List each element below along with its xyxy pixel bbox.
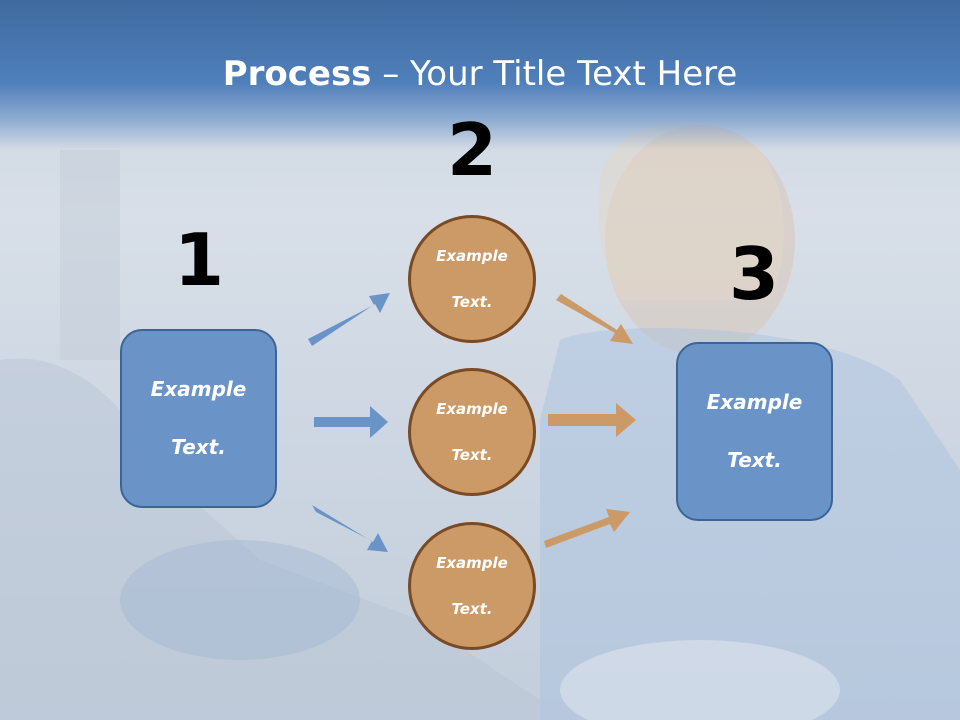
arrow-left-to-top bbox=[308, 293, 390, 346]
box-right-line2: Text. bbox=[727, 448, 782, 472]
circle-mid-line1: Example bbox=[436, 399, 508, 418]
slide-title: Process – Your Title Text Here bbox=[0, 52, 960, 96]
arrow-top-to-right bbox=[556, 294, 633, 344]
circle-top-line2: Text. bbox=[451, 292, 493, 311]
arrow-left-to-bot bbox=[312, 505, 388, 552]
title-bold: Process bbox=[222, 54, 372, 94]
step-number-3: 3 bbox=[728, 232, 780, 316]
step-number-2: 2 bbox=[446, 108, 498, 192]
circle-mid-line2: Text. bbox=[451, 445, 493, 464]
circle-bot-line2: Text. bbox=[451, 599, 493, 618]
title-rest: – Your Title Text Here bbox=[371, 54, 738, 94]
circle-top-line1: Example bbox=[436, 246, 508, 265]
title-bar bbox=[0, 0, 960, 150]
box-right-line1: Example bbox=[706, 390, 803, 414]
arrow-mid-to-right bbox=[548, 403, 636, 437]
arrow-left-to-mid bbox=[314, 406, 388, 438]
step-number-1: 1 bbox=[173, 218, 225, 302]
arrow-bot-to-right bbox=[544, 509, 630, 548]
circle-bot-line1: Example bbox=[436, 553, 508, 572]
box-left-line1: Example bbox=[150, 377, 247, 401]
box-left-line2: Text. bbox=[171, 435, 226, 459]
